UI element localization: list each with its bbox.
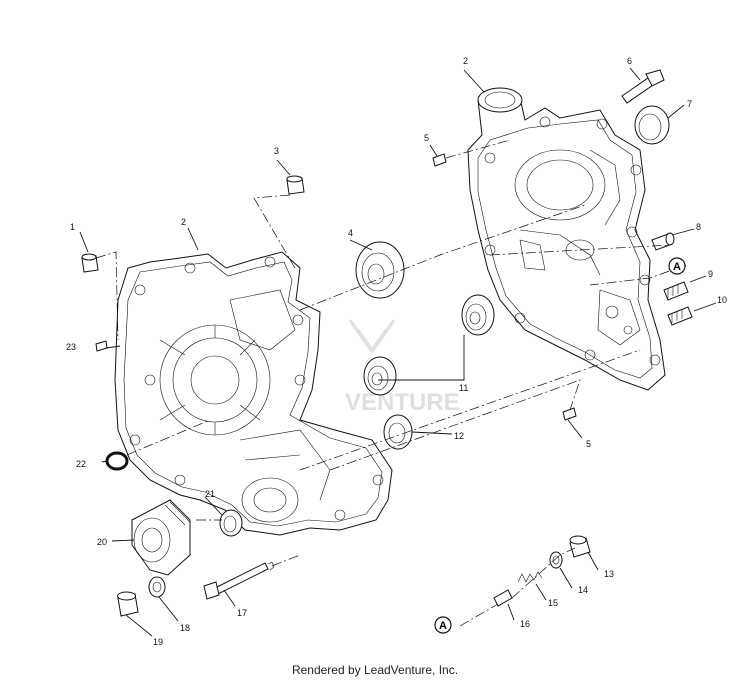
- bearing-11-lower: [363, 356, 397, 396]
- dowel-pin-5-upper: [432, 153, 447, 167]
- fitting-10: [667, 306, 693, 326]
- bearing-11-upper: [461, 294, 495, 336]
- callout-2-right: 2: [463, 56, 468, 66]
- callout-5-lower: 5: [586, 439, 591, 449]
- callout-16: 16: [520, 619, 530, 629]
- plug-8: [651, 232, 675, 251]
- leader-lines: [79, 67, 717, 637]
- svg-text:A: A: [439, 620, 447, 632]
- callout-6: 6: [627, 56, 632, 66]
- washer-18: [148, 576, 166, 598]
- callout-3: 3: [274, 146, 279, 156]
- dowel-sleeve-3: [286, 175, 305, 195]
- callout-1: 1: [70, 222, 75, 232]
- o-ring-22: [105, 451, 129, 471]
- callout-4: 4: [348, 228, 353, 238]
- svg-text:A: A: [673, 261, 681, 273]
- callout-23: 23: [66, 342, 76, 352]
- callout-2-left: 2: [181, 217, 186, 227]
- callout-18: 18: [180, 623, 190, 633]
- reference-marker-a-upper: A: [668, 257, 686, 275]
- callout-20: 20: [97, 537, 107, 547]
- leadventure-watermark: VENTURE: [345, 319, 460, 416]
- callout-12: 12: [454, 431, 464, 441]
- callout-22: 22: [76, 459, 86, 469]
- callout-numbers: 1 2 2 3 4 5 5 6 7 8 9 10 11 12 13 14 15 …: [66, 56, 727, 647]
- dowel-pin-5-lower: [562, 407, 577, 421]
- dowel-pin-23: [95, 340, 108, 352]
- watermark-text: VENTURE: [345, 389, 460, 416]
- callout-19: 19: [153, 637, 163, 647]
- oil-seal-7: [634, 105, 670, 145]
- reference-marker-a-lower: A: [434, 616, 452, 634]
- callout-14: 14: [578, 585, 588, 595]
- washer-14: [549, 551, 563, 569]
- bolt-17: [203, 561, 275, 600]
- bearing-4: [355, 241, 405, 299]
- callout-8: 8: [696, 222, 701, 232]
- callout-10: 10: [717, 295, 727, 305]
- plug-13: [569, 535, 591, 558]
- right-crankcase-half: [467, 87, 666, 391]
- callout-11: 11: [459, 383, 468, 393]
- callout-9: 9: [708, 269, 713, 279]
- render-credit: Rendered by LeadVenture, Inc.: [291, 663, 459, 677]
- filter-assembly-20: [131, 499, 191, 576]
- plunger-16: [493, 589, 513, 607]
- callout-7: 7: [687, 99, 692, 109]
- callout-21: 21: [205, 489, 215, 499]
- bolt-6: [621, 69, 665, 104]
- dowel-sleeve-1: [81, 253, 99, 273]
- callout-17: 17: [237, 608, 247, 618]
- oil-seal-21: [219, 509, 243, 537]
- callout-15: 15: [548, 598, 558, 608]
- left-crankcase-half: [114, 251, 393, 536]
- fitting-9: [663, 281, 689, 301]
- drain-plug-19: [117, 591, 139, 617]
- callout-5-upper: 5: [424, 133, 429, 143]
- spring-15: [517, 571, 543, 583]
- callout-13: 13: [604, 569, 614, 579]
